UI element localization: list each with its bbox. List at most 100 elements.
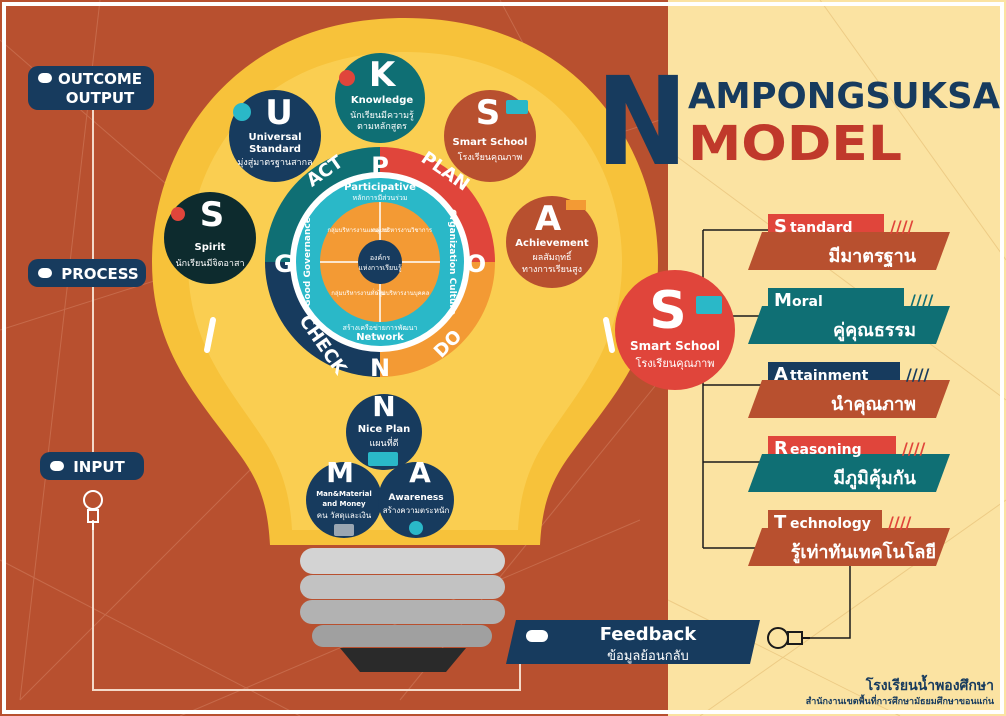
office-name: สำนักงานเขตพื้นที่การศึกษามัธยมศึกษาขอนแ… (806, 694, 995, 707)
slash-deco: //// (906, 365, 930, 384)
svg-text:easoning: easoning (790, 442, 862, 458)
svg-text:โรงเรียนคุณภาพ: โรงเรียนคุณภาพ (635, 356, 714, 370)
title-line1: AMPONGSUKSA (688, 76, 1000, 117)
process-label: PROCESS (28, 259, 146, 287)
svg-text:M: M (326, 456, 354, 489)
svg-text:นักเรียนมีความรู้: นักเรียนมีความรู้ (350, 110, 414, 121)
svg-text:Smart School: Smart School (453, 137, 528, 148)
svg-text:Knowledge: Knowledge (351, 95, 414, 106)
svg-text:K: K (369, 55, 397, 95)
pdca-center-line2: แห่งการเรียนรู้ (358, 264, 402, 272)
svg-text:แผนที่ดี: แผนที่ดี (369, 436, 398, 449)
feedback-banner: Feedback ข้อมูลย้อนกลับ (506, 620, 760, 664)
school-name: โรงเรียนน้ำพองศึกษา (865, 674, 994, 694)
svg-text:มีมาตรฐาน: มีมาตรฐาน (828, 246, 916, 268)
participative-label: Participative (344, 182, 416, 193)
good-governance-label: Good Governance (303, 217, 313, 307)
pdca-wheel: องค์กร แห่งการเรียนรู้ กลุ่มบริหารงานวิช… (265, 147, 495, 382)
svg-text:โรงเรียนคุณภาพ: โรงเรียนคุณภาพ (458, 152, 523, 163)
svg-text:ตามหลักสูตร: ตามหลักสูตร (357, 122, 407, 132)
circle-universal: U Universal Standard มุ่งสู่มาตรฐานสากล (229, 90, 321, 182)
letter-o: O (466, 250, 486, 278)
svg-text:Nice Plan: Nice Plan (358, 424, 411, 435)
svg-text:Achievement: Achievement (515, 238, 589, 249)
svg-text:Universal: Universal (248, 132, 301, 143)
computer-icon (506, 100, 528, 114)
svg-text:U: U (265, 93, 293, 133)
svg-text:A: A (535, 199, 562, 239)
plan-icon (368, 452, 398, 466)
quadrant-personnel: กลุ่มบริหารงานบุคคล (375, 290, 430, 297)
svg-text:S: S (774, 216, 787, 237)
svg-text:ข้อมูลย้อนกลับ: ข้อมูลย้อนกลับ (607, 649, 689, 664)
model-title: N AMPONGSUKSA MODEL (596, 51, 1000, 193)
svg-text:A: A (409, 456, 431, 489)
outcome-label-line1: OUTCOME (58, 70, 142, 88)
circle-man-material: M Man&Material and Money คน วัสดุและเงิน (306, 456, 382, 538)
svg-text:Awareness: Awareness (388, 493, 443, 503)
circle-smart-school-right: S Smart School โรงเรียนคุณภาพ (615, 270, 735, 390)
svg-text:คน วัสดุและเงิน: คน วัสดุและเงิน (317, 511, 372, 520)
svg-text:S: S (200, 195, 225, 235)
circle-spirit: S Spirit นักเรียนมีจิตอาสา (164, 192, 256, 284)
svg-text:คู่คุณธรรม: คู่คุณธรรม (833, 320, 916, 342)
participative-sub: หลักการมีส่วนร่วม (353, 194, 408, 202)
circle-knowledge: K Knowledge นักเรียนมีความรู้ ตามหลักสูต… (335, 53, 425, 143)
smart-item-moral: M oral คู่คุณธรรม //// (748, 288, 950, 344)
flow-line-bottom (92, 520, 521, 691)
slash-deco: //// (890, 217, 914, 236)
svg-text:มุ่งสู่มาตรฐานสากล: มุ่งสู่มาตรฐานสากล (237, 158, 312, 168)
svg-text:tandard: tandard (790, 220, 853, 236)
slash-deco: //// (902, 439, 926, 458)
quadrant-academic: กลุ่มบริหารงานวิชาการ (372, 227, 433, 234)
svg-text:Man&Material: Man&Material (316, 490, 372, 498)
svg-text:R: R (774, 438, 788, 459)
svg-text:ทางการเรียนสูง: ทางการเรียนสูง (522, 264, 582, 275)
title-line2: MODEL (688, 116, 902, 172)
org-culture-label: Organization Culture (447, 209, 457, 315)
svg-text:Standard: Standard (249, 144, 301, 155)
smart-item-technology: T echnology รู้เท่าทันเทคโนโลยี //// (748, 510, 950, 566)
svg-text:มีภูมิคุ้มกัน: มีภูมิคุ้มกัน (833, 468, 916, 490)
target-icon (409, 521, 423, 535)
svg-text:ผลสัมฤทธิ์: ผลสัมฤทธิ์ (532, 250, 573, 263)
svg-text:echnology: echnology (790, 516, 871, 532)
circle-awareness: A Awareness สร้างความตระหนัก (378, 456, 454, 538)
books-icon (566, 200, 586, 210)
svg-text:and Money: and Money (322, 500, 366, 508)
title-big-letter: N (596, 51, 688, 193)
svg-text:T: T (774, 512, 787, 533)
letter-p: P (371, 152, 389, 180)
outcome-label-line2: OUTPUT (66, 89, 135, 107)
network-label: Network (356, 332, 404, 343)
svg-text:S: S (649, 281, 686, 341)
svg-text:รู้เท่าทันเทคโนโลยี: รู้เท่าทันเทคโนโลยี (791, 541, 936, 564)
svg-text:INPUT: INPUT (73, 458, 125, 476)
svg-text:S: S (476, 93, 501, 133)
svg-text:ttainment: ttainment (790, 368, 869, 384)
quadrant-general: กลุ่มบริหารงานทั่วไป (331, 289, 385, 297)
svg-text:สร้างความตระหนัก: สร้างความตระหนัก (383, 506, 450, 515)
svg-text:Smart School: Smart School (630, 339, 720, 353)
knowledge-icon (339, 70, 355, 86)
slash-deco: //// (888, 513, 912, 532)
smart-item-standard: S tandard มีมาตรฐาน //// (748, 214, 950, 270)
people-icon (171, 207, 185, 221)
quadrant-planning: กลุ่มบริหารงานแผนงาน (327, 227, 388, 234)
circle-achievement: A Achievement ผลสัมฤทธิ์ ทางการเรียนสูง (506, 196, 598, 288)
svg-text:นักเรียนมีจิตอาสา: นักเรียนมีจิตอาสา (176, 258, 245, 269)
circle-smart-school-top: S Smart School โรงเรียนคุณภาพ (444, 90, 536, 182)
smart-item-reasoning: R easoning มีภูมิคุ้มกัน //// (748, 436, 950, 492)
computer-icon-right (696, 296, 722, 314)
letter-n-wheel: N (370, 354, 390, 382)
circle-nice-plan: N Nice Plan แผนที่ดี (346, 390, 422, 470)
plug-icon (83, 490, 103, 530)
svg-text:A: A (774, 364, 788, 385)
slash-deco: //// (910, 291, 934, 310)
svg-text:PROCESS: PROCESS (61, 265, 138, 283)
svg-text:Spirit: Spirit (195, 242, 226, 253)
decorative-lines-right (667, 0, 1006, 716)
